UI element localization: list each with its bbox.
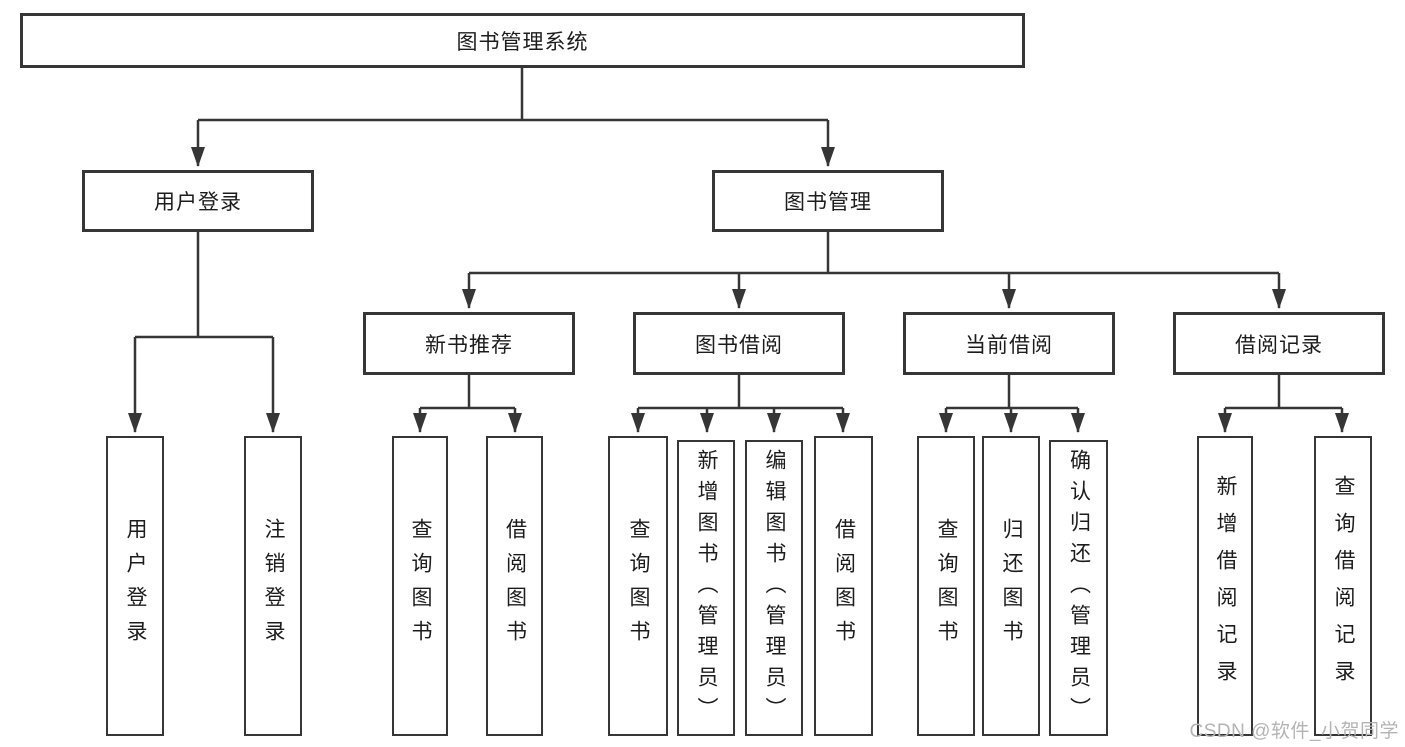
node-user-login-label: 用户登录 <box>154 191 242 214</box>
leaf-current-confirm-return-admin: 确认归还（管理员） <box>1049 440 1108 736</box>
leaf-recommend-borrow-books: 借阅图书 <box>486 436 543 736</box>
node-user-login: 用户登录 <box>82 170 314 232</box>
node-book-management-label: 图书管理 <box>784 191 872 214</box>
node-book-borrowing: 图书借阅 <box>633 312 845 375</box>
leaf-borrowing-query-books: 查询图书 <box>608 436 668 736</box>
node-borrowing-records: 借阅记录 <box>1173 312 1385 375</box>
leaf-recommend-query-books-label: 查询图书 <box>409 518 432 654</box>
node-current-borrowing: 当前借阅 <box>903 312 1115 375</box>
watermark-text: CSDN @软件_小贺同学 <box>1189 721 1399 742</box>
leaf-recommend-query-books: 查询图书 <box>392 436 448 736</box>
node-new-book-recommend: 新书推荐 <box>363 312 575 375</box>
leaf-borrowing-borrow-books-label: 借阅图书 <box>832 518 856 654</box>
leaf-current-return-books-label: 归还图书 <box>1000 518 1023 654</box>
leaf-user-login-label: 用户登录 <box>124 518 147 654</box>
node-book-management: 图书管理 <box>712 170 944 232</box>
node-root-label: 图书管理系统 <box>456 30 589 54</box>
node-current-borrowing-label: 当前借阅 <box>965 333 1053 357</box>
leaf-borrowing-add-books-admin-label: 新增图书（管理员） <box>695 448 718 728</box>
leaf-records-query-record: 查询借阅记录 <box>1314 436 1372 736</box>
leaf-logout-label: 注销登录 <box>262 518 285 654</box>
leaf-current-return-books: 归还图书 <box>982 436 1040 736</box>
leaf-borrowing-query-books-label: 查询图书 <box>627 518 650 654</box>
leaf-records-add-record: 新增借阅记录 <box>1197 436 1253 736</box>
leaf-recommend-borrow-books-label: 借阅图书 <box>503 518 527 654</box>
leaf-current-query-books-label: 查询图书 <box>935 518 958 654</box>
leaf-borrowing-edit-books-admin-label: 编辑图书（管理员） <box>763 448 786 728</box>
leaf-current-query-books: 查询图书 <box>917 436 975 736</box>
leaf-borrowing-edit-books-admin: 编辑图书（管理员） <box>745 440 803 736</box>
node-book-borrowing-label: 图书借阅 <box>695 333 783 357</box>
leaf-borrowing-borrow-books: 借阅图书 <box>814 436 873 736</box>
node-borrowing-records-label: 借阅记录 <box>1235 333 1323 357</box>
leaf-records-add-record-label: 新增借阅记录 <box>1214 475 1237 697</box>
node-new-book-recommend-label: 新书推荐 <box>425 333 513 357</box>
leaf-user-login: 用户登录 <box>106 436 164 736</box>
node-root: 图书管理系统 <box>20 13 1025 68</box>
leaf-records-query-record-label: 查询借阅记录 <box>1332 475 1355 697</box>
leaf-current-confirm-return-admin-label: 确认归还（管理员） <box>1067 448 1091 728</box>
leaf-borrowing-add-books-admin: 新增图书（管理员） <box>677 440 735 736</box>
leaf-logout: 注销登录 <box>244 436 302 736</box>
